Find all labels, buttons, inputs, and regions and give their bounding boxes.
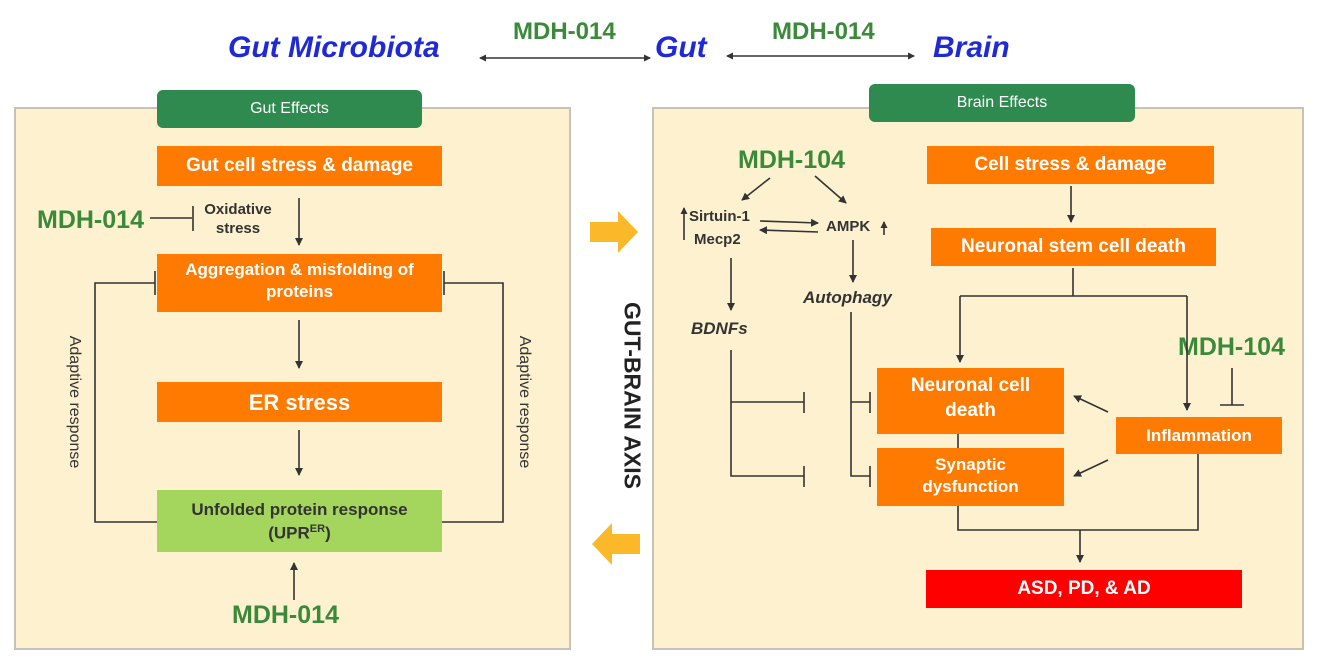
gut-effects-panel <box>14 107 571 650</box>
oxidative-drug-label: MDH-014 <box>37 206 144 234</box>
gut-cell-stress-box: Gut cell stress & damage <box>157 146 442 186</box>
upr-line1: Unfolded protein response <box>191 500 408 519</box>
gut-effects-header: Gut Effects <box>157 90 422 128</box>
upr-drug-label: MDH-014 <box>232 601 339 629</box>
top-drug-right: MDH-014 <box>772 18 875 45</box>
top-drug-left: MDH-014 <box>513 18 616 45</box>
synaptic-dysfunction-box: Synaptic dysfunction <box>877 448 1064 506</box>
brain-effects-header: Brain Effects <box>869 84 1135 122</box>
upr-line2: (UPRER) <box>157 522 442 546</box>
axis-arrow-right <box>590 211 638 253</box>
gut-microbiota-label: Gut Microbiota <box>228 31 440 64</box>
stem-cell-death-box: Neuronal stem cell death <box>931 228 1216 266</box>
brain-label: Brain <box>933 31 1010 64</box>
bdnfs-label: BDNFs <box>691 319 748 338</box>
upr-box: Unfolded protein response (UPRER) <box>157 490 442 552</box>
upr-abbrev: (UPR <box>268 523 310 543</box>
brain-drug-right: MDH-104 <box>1178 333 1285 361</box>
sirtuin-label: Sirtuin-1 <box>689 208 750 225</box>
brain-drug-top: MDH-104 <box>738 146 845 174</box>
brain-cell-stress-box: Cell stress & damage <box>927 146 1214 184</box>
neuronal-cell-death-box: Neuronal cell death <box>877 368 1064 434</box>
oxidative-stress-label: Oxidative stress <box>204 201 272 237</box>
gut-label: Gut <box>655 31 707 64</box>
aggregation-box: Aggregation & misfolding of proteins <box>157 254 442 312</box>
er-stress-box: ER stress <box>157 382 442 422</box>
upr-superscript: ER <box>309 522 326 535</box>
upr-close: ) <box>325 523 331 543</box>
outcome-box: ASD, PD, & AD <box>926 570 1242 608</box>
mecp2-label: Mecp2 <box>694 231 741 248</box>
ampk-label: AMPK <box>826 218 871 235</box>
autophagy-label: Autophagy <box>803 288 892 307</box>
axis-arrow-left <box>592 523 640 565</box>
inflammation-box: Inflammation <box>1116 417 1282 454</box>
